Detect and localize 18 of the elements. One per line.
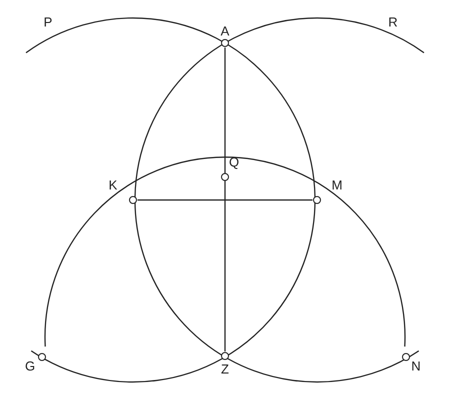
point-marker	[221, 173, 229, 181]
line-segment	[138, 199, 312, 201]
point-marker	[38, 353, 46, 361]
point-marker	[221, 352, 229, 360]
point-marker	[129, 196, 137, 204]
arc-label: P	[44, 16, 52, 28]
point-label: N	[411, 360, 421, 372]
point-label: A	[220, 24, 230, 38]
point-label: Q	[228, 156, 240, 168]
point-marker	[313, 196, 321, 204]
point-marker	[221, 39, 229, 47]
point-label: K	[108, 178, 118, 192]
point-label: M	[332, 178, 342, 192]
point-label: G	[24, 360, 36, 372]
point-marker	[402, 353, 410, 361]
arc-label: R	[388, 16, 398, 28]
point-label: Z	[221, 362, 229, 376]
line-segment	[224, 48, 226, 352]
